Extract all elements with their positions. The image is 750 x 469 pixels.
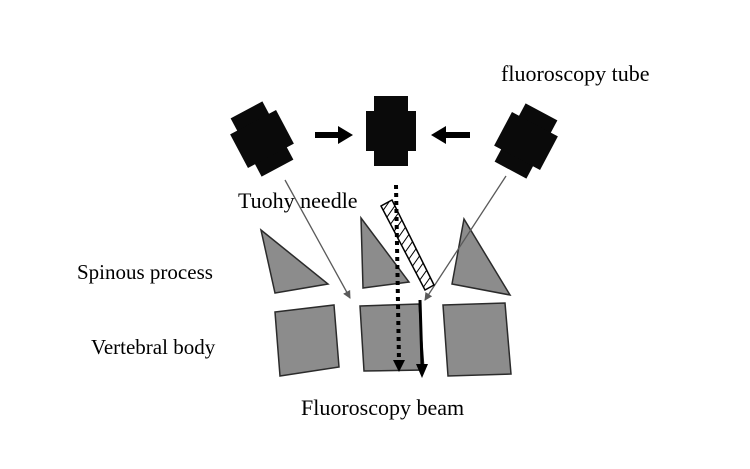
- needle-trajectory-arrow: [416, 299, 428, 378]
- spinous-process-right: [451, 216, 512, 297]
- fluoroscopy-tube-center: [366, 96, 416, 166]
- rotation-arrow-left: [431, 126, 470, 144]
- vertebral-body-right: [442, 302, 512, 377]
- fluoroscopy-beam-dotted: [393, 184, 405, 372]
- vertebral-body-label: Vertebral body: [91, 335, 216, 359]
- spinous-process-center: [360, 215, 411, 289]
- spinous-process-left: [259, 228, 330, 294]
- vertebral-body-center: [359, 303, 425, 372]
- fluoroscopy-tube-right: [494, 103, 558, 179]
- tuohy-needle-label: Tuohy needle: [238, 188, 358, 213]
- vertebral-body-left: [274, 304, 340, 377]
- rotation-arrow-right: [315, 126, 353, 144]
- fluoroscopy-tube-left: [230, 101, 294, 177]
- tuohy-needle: [379, 198, 435, 292]
- fluoroscopy-beam-label: Fluoroscopy beam: [301, 395, 464, 420]
- oblique-beam-right: [424, 175, 507, 301]
- oblique-beam-left: [284, 179, 351, 299]
- spinous-process-label: Spinous process: [77, 260, 213, 284]
- fluoroscopy-tube-label: fluoroscopy tube: [501, 61, 649, 86]
